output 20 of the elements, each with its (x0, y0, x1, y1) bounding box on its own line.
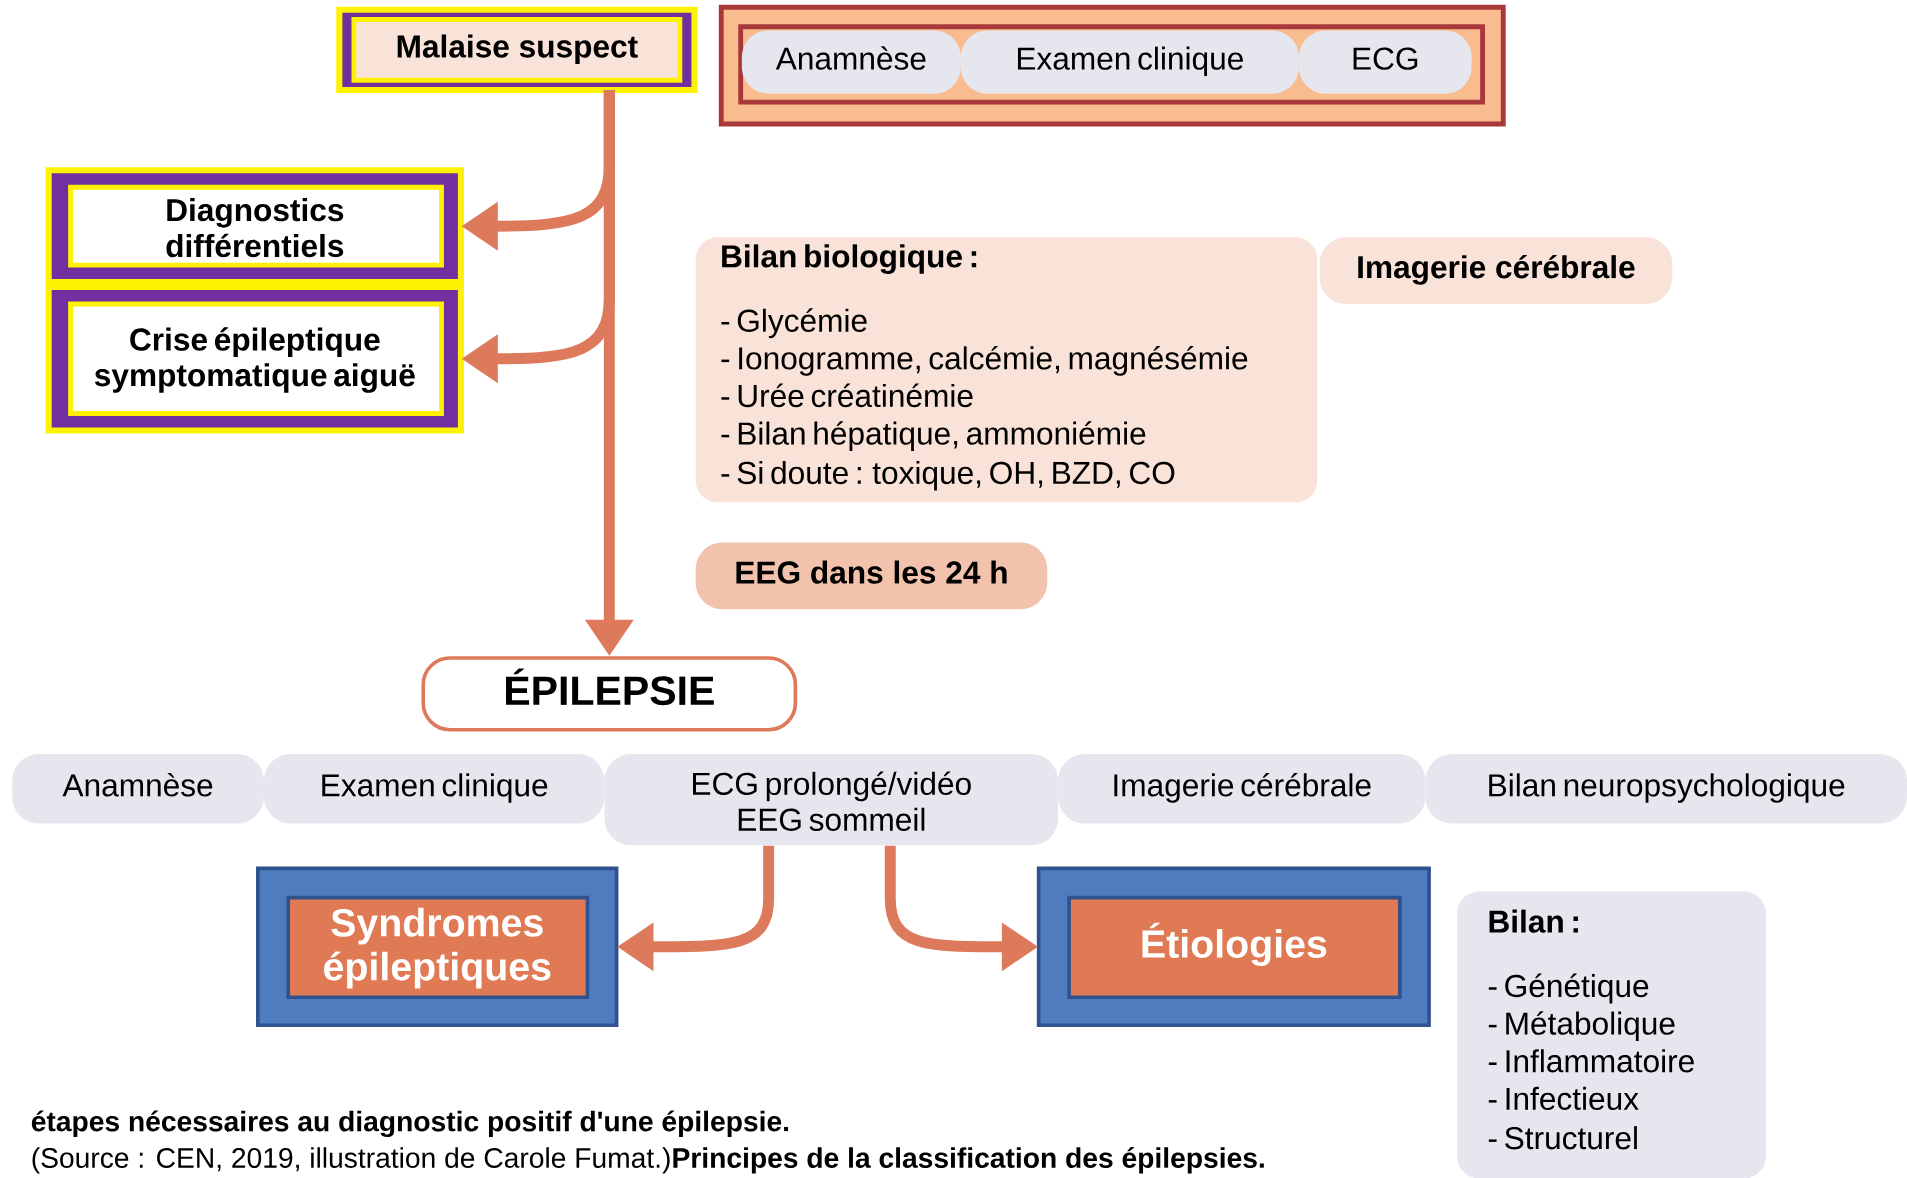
step-pill: Anamnèse (12, 753, 264, 824)
step-pill: Anamnèse (741, 30, 961, 94)
framed-box: Étiologies (1036, 866, 1431, 1027)
step-pill: ECG prolongé/vidéo EEG sommeil (604, 753, 1059, 846)
step-pill: Imagerie cérébrale (1058, 753, 1426, 824)
framed-box: Syndromes épileptiques (256, 866, 619, 1027)
info-panel: Imagerie cérébrale (1319, 236, 1673, 304)
info-panel: Bilan biologique : - Glycémie - Ionogramme, calcémie, magnésémie - Urée créatinémie - Bilan hépatique, ammoniémie - Si doute : toxique, OH, BZD, CO (695, 236, 1318, 503)
caption-text: étapes nécessaires au diagnostic positif d'une épilepsie. (31, 1110, 789, 1137)
caption-text: (Source : CEN, 2019, illustration de Carole Fumat.)Principes de la classification des épilepsies. (32, 1146, 1264, 1174)
step-pill: EEG dans les 24 h (695, 542, 1048, 610)
step-pill: Examen clinique (263, 753, 605, 824)
framed-box: Malaise suspect (336, 6, 698, 93)
step-pill: ECG (1298, 30, 1472, 94)
diagnosis-box: ÉPILEPSIE (421, 655, 798, 732)
info-panel: Bilan : - Génétique - Métabolique - Inflammatoire - Infectieux - Structurel (1457, 891, 1766, 1178)
framed-box: Crise épileptique symptomatique aiguë (45, 283, 464, 434)
framed-box: Diagnostics différentiels (45, 167, 464, 285)
step-pill: Bilan neuropsychologique (1425, 753, 1907, 824)
step-pill: Examen clinique (960, 30, 1299, 94)
